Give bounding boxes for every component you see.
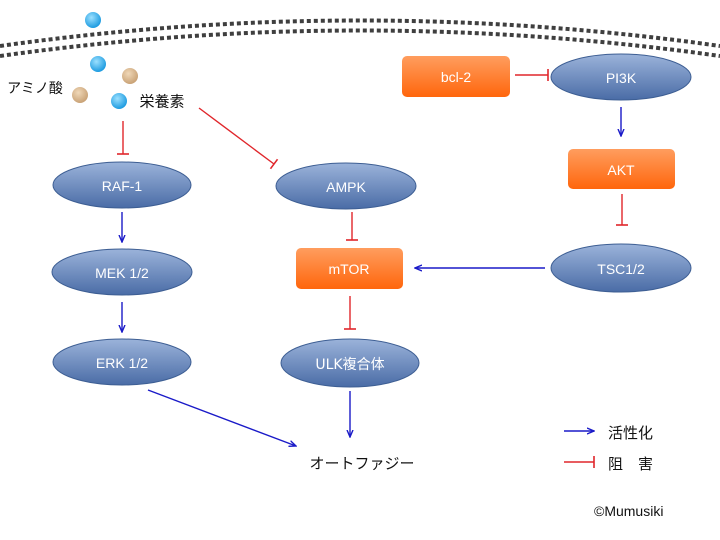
autophagy-label: オートファジー [309, 454, 415, 473]
membrane-outer [0, 18, 720, 48]
node-mtor-label: mTOR [328, 261, 370, 277]
node-tsc [550, 243, 692, 293]
nutrient-molecule [85, 12, 101, 28]
amino-acid-molecule [122, 68, 138, 84]
node-ulk [280, 338, 420, 388]
node-bcl2-label: bcl-2 [440, 69, 472, 85]
nutrient-molecule [111, 93, 127, 109]
node-bcl2 [402, 56, 510, 97]
node-raf1 [52, 161, 192, 209]
node-erk [52, 338, 192, 386]
edge-nutrient-ampk [198, 107, 279, 170]
node-mtor [296, 248, 403, 289]
node-akt-label: AKT [607, 162, 635, 178]
node-erk-label: ERK 1/2 [95, 355, 149, 371]
amino-acid-molecule [72, 87, 88, 103]
node-mek [51, 248, 193, 296]
node-raf1-label: RAF-1 [101, 178, 143, 194]
node-ampk-label: AMPK [326, 179, 366, 195]
copyright-label: ©Mumusiki [594, 503, 664, 519]
node-ampk [275, 162, 417, 210]
membrane-inner [0, 28, 720, 58]
nutrient-label: 栄養素 [139, 92, 185, 111]
legend-inhibition-label: 阻 害 [608, 455, 654, 473]
node-akt [568, 149, 675, 189]
nutrient-molecule [90, 56, 106, 72]
node-mek-label: MEK 1/2 [95, 265, 149, 281]
node-pi3k-label: PI3K [605, 70, 637, 86]
node-ulk-label: ULK複合体 [315, 357, 385, 373]
node-pi3k [550, 53, 692, 101]
amino-acid-label: アミノ酸 [7, 81, 63, 97]
node-tsc-label: TSC1/2 [597, 261, 645, 277]
edge-erk-autophagy [147, 389, 296, 446]
legend-activation-label: 活性化 [608, 424, 654, 442]
